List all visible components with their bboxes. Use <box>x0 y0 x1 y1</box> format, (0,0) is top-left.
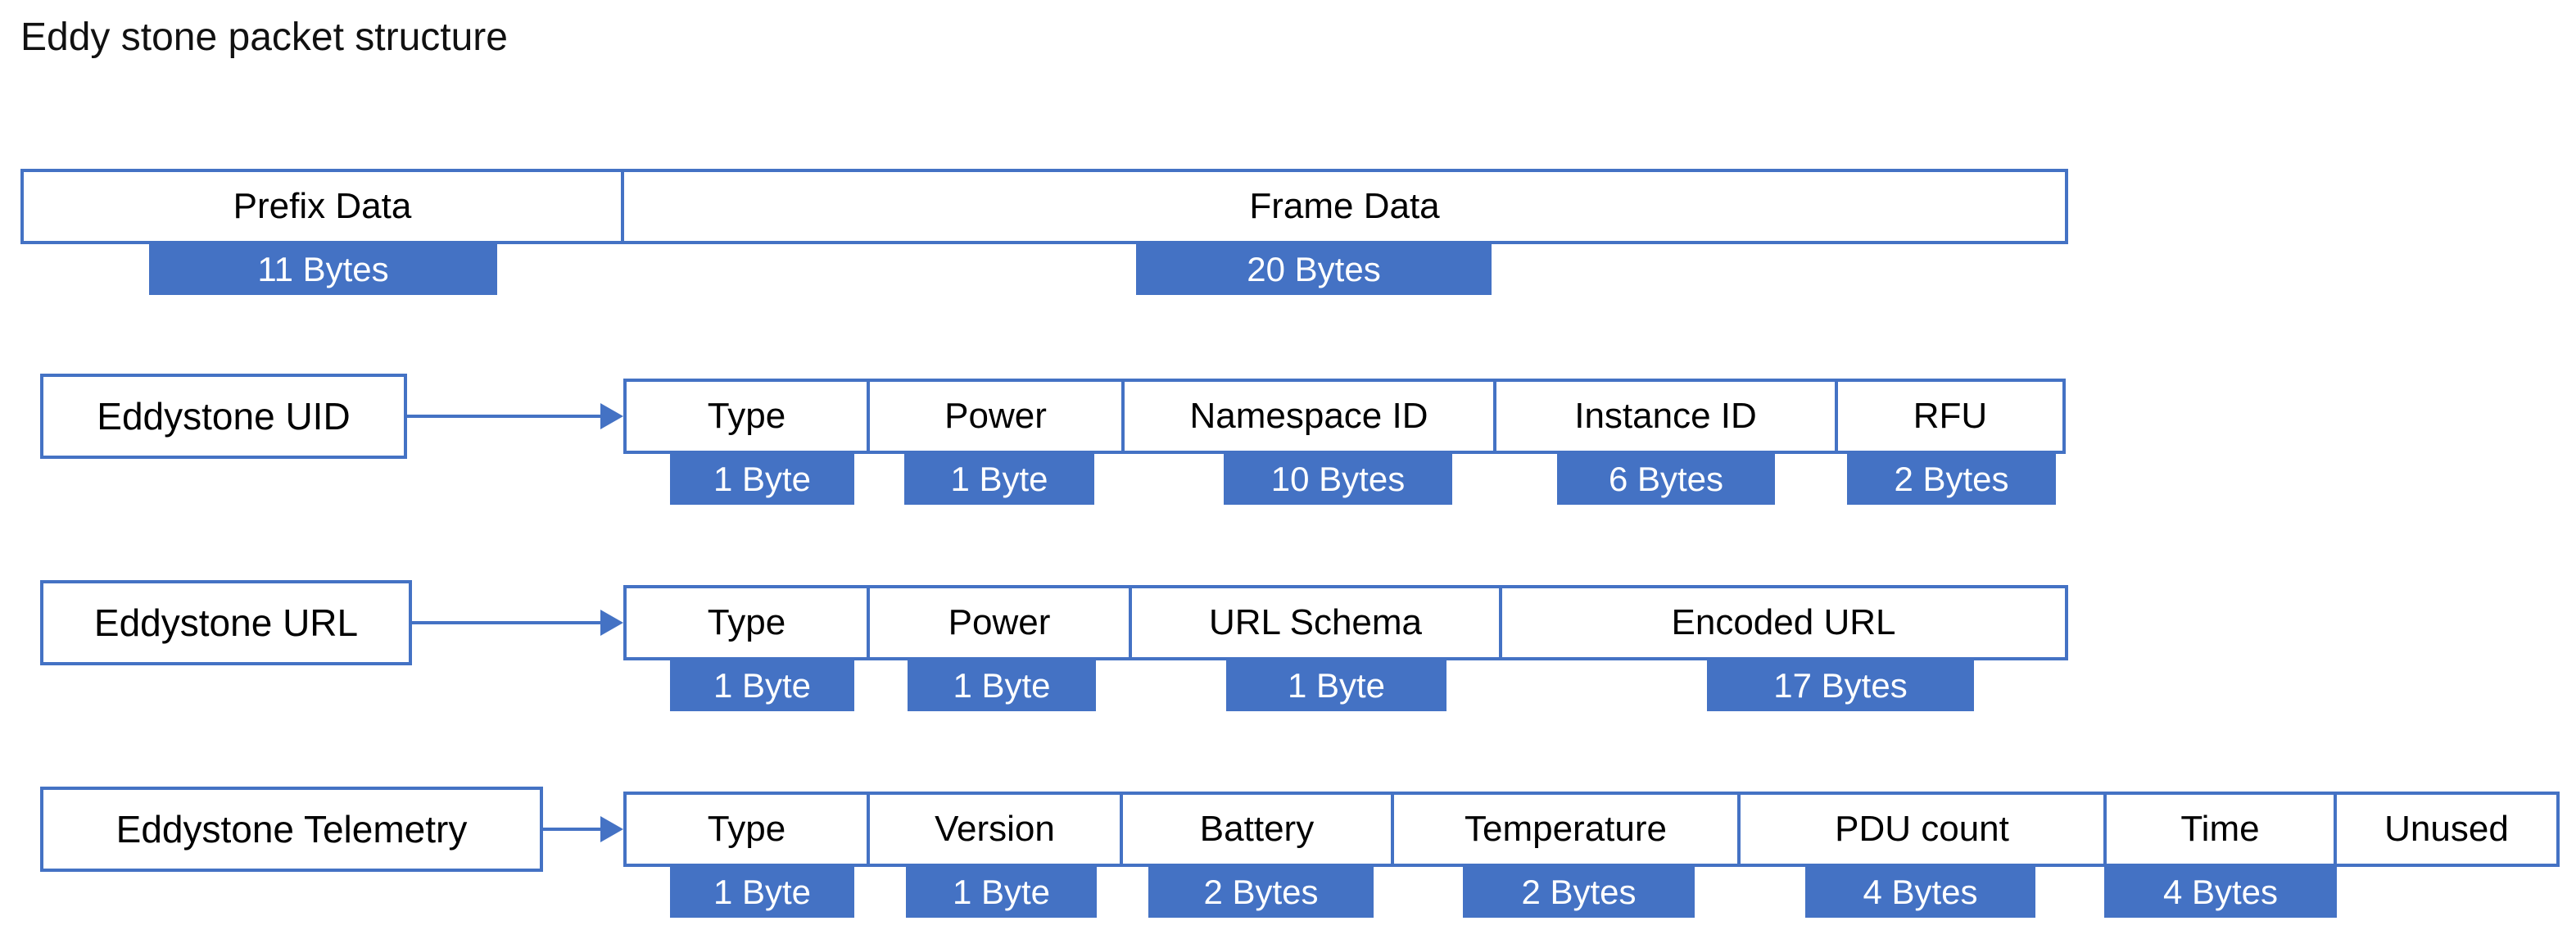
telemetry-pdu-box: PDU count <box>1737 792 2107 867</box>
url-power-box: Power <box>867 585 1132 660</box>
eddystone-uid-source-box: Eddystone UID <box>40 374 407 459</box>
telemetry-pdu-bytes-badge: 4 Bytes <box>1805 867 2035 918</box>
uid-instance-box: Instance ID <box>1493 379 1838 454</box>
uid-power-box: Power <box>867 379 1125 454</box>
uid-instance-bytes-badge: 6 Bytes <box>1557 454 1775 505</box>
page-title: Eddy stone packet structure <box>20 16 508 59</box>
url-type-bytes-badge: 1 Byte <box>670 660 854 711</box>
uid-namespace-box: Namespace ID <box>1121 379 1496 454</box>
telemetry-type-box: Type <box>623 792 870 867</box>
telemetry-temperature-bytes-badge: 2 Bytes <box>1463 867 1695 918</box>
telemetry-arrow-line <box>543 828 600 831</box>
frame-data-box: Frame Data <box>621 169 2068 244</box>
eddystone-telemetry-source-box: Eddystone Telemetry <box>40 787 543 872</box>
frame-data-bytes-badge: 20 Bytes <box>1136 244 1492 295</box>
url-encoded-bytes-badge: 17 Bytes <box>1707 660 1974 711</box>
telemetry-battery-box: Battery <box>1120 792 1394 867</box>
url-type-box: Type <box>623 585 870 660</box>
uid-arrow-line <box>407 415 600 418</box>
telemetry-arrow-head-icon <box>600 816 623 842</box>
telemetry-unused-box: Unused <box>2334 792 2560 867</box>
url-arrow-head-icon <box>600 610 623 636</box>
prefix-data-box: Prefix Data <box>20 169 624 244</box>
uid-type-box: Type <box>623 379 870 454</box>
uid-power-bytes-badge: 1 Byte <box>904 454 1094 505</box>
telemetry-time-box: Time <box>2103 792 2337 867</box>
telemetry-version-bytes-badge: 1 Byte <box>906 867 1097 918</box>
url-schema-bytes-badge: 1 Byte <box>1226 660 1446 711</box>
telemetry-version-box: Version <box>867 792 1123 867</box>
url-schema-box: URL Schema <box>1129 585 1502 660</box>
uid-type-bytes-badge: 1 Byte <box>670 454 854 505</box>
uid-rfu-bytes-badge: 2 Bytes <box>1847 454 2056 505</box>
uid-rfu-box: RFU <box>1835 379 2066 454</box>
telemetry-type-bytes-badge: 1 Byte <box>670 867 854 918</box>
url-power-bytes-badge: 1 Byte <box>908 660 1096 711</box>
prefix-data-bytes-badge: 11 Bytes <box>149 244 497 295</box>
url-encoded-box: Encoded URL <box>1499 585 2068 660</box>
uid-namespace-bytes-badge: 10 Bytes <box>1224 454 1452 505</box>
telemetry-time-bytes-badge: 4 Bytes <box>2104 867 2337 918</box>
telemetry-battery-bytes-badge: 2 Bytes <box>1148 867 1374 918</box>
eddystone-url-source-box: Eddystone URL <box>40 580 412 665</box>
uid-arrow-head-icon <box>600 403 623 429</box>
url-arrow-line <box>412 621 600 624</box>
telemetry-temperature-box: Temperature <box>1391 792 1741 867</box>
